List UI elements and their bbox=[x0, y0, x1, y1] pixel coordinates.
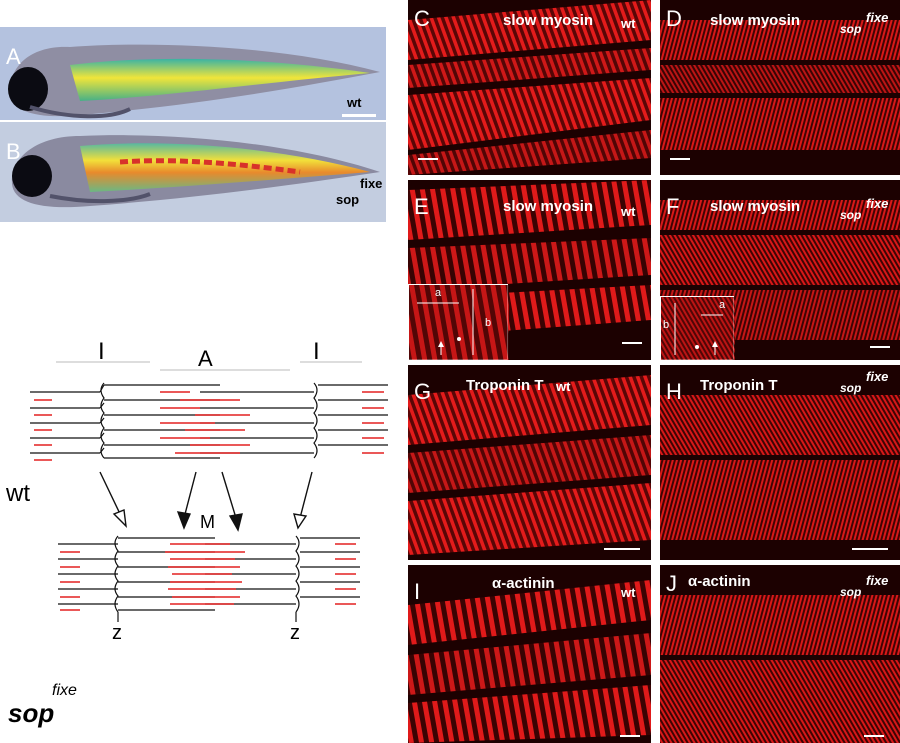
panel-label-c: C bbox=[414, 6, 430, 31]
inset-image bbox=[661, 297, 735, 360]
micrograph-j bbox=[660, 595, 900, 743]
z-disc-label-right: z bbox=[290, 622, 300, 644]
genotype-label-sop: sop bbox=[336, 192, 360, 207]
panel-b-larva-sop-fixe: B fixe sop bbox=[0, 122, 386, 222]
panel-a-larva-wt: A wt bbox=[0, 27, 386, 120]
panel-g-troponin-t-wt: G Troponin T wt bbox=[408, 365, 651, 560]
wt-sarcomere bbox=[30, 382, 388, 461]
panel-j-alpha-actinin-sop-fixe: J α-actinin fixe sop bbox=[660, 565, 900, 743]
panel-e-slow-myosin-wt: a b E slow myosin wt bbox=[408, 180, 651, 360]
sop-fixe-sarcomere bbox=[58, 535, 360, 622]
inset-label-b: b bbox=[663, 319, 670, 331]
micrograph-i bbox=[408, 580, 651, 743]
scale-bar bbox=[604, 548, 640, 550]
inset-label-a: a bbox=[719, 299, 726, 311]
genotype-label-fixe: fixe bbox=[866, 369, 889, 384]
z-disc-label-left: z bbox=[112, 622, 122, 644]
band-label-i-right: I bbox=[313, 338, 320, 365]
scale-bar bbox=[670, 158, 690, 160]
panel-i-alpha-actinin-wt: I α-actinin wt bbox=[408, 565, 651, 743]
larva-sop-fixe-image bbox=[11, 135, 381, 208]
genotype-label-wt: wt bbox=[556, 379, 571, 394]
scale-bar bbox=[622, 342, 642, 344]
stain-label: α-actinin bbox=[688, 573, 751, 590]
micrograph-c bbox=[408, 0, 651, 175]
genotype-label-wt: wt bbox=[621, 16, 636, 31]
micrograph-d bbox=[660, 20, 900, 150]
inset-label-a: a bbox=[435, 287, 442, 299]
panel-label-e: E bbox=[414, 194, 429, 219]
panel-label-g: G bbox=[414, 379, 432, 404]
genotype-label-sop: sop bbox=[840, 585, 862, 599]
stain-label: Troponin T bbox=[700, 377, 778, 394]
stain-label: slow myosin bbox=[710, 198, 801, 215]
genotype-label-sop: sop bbox=[840, 381, 862, 395]
stain-label: slow myosin bbox=[503, 198, 594, 215]
genotype-label-sop: sop bbox=[840, 208, 862, 222]
genotype-label-sop: sop bbox=[840, 22, 862, 36]
panel-label-a: A bbox=[6, 44, 21, 69]
genotype-label-wt: wt bbox=[347, 95, 362, 110]
panel-label-h: H bbox=[666, 379, 682, 404]
stain-label: slow myosin bbox=[710, 12, 801, 29]
stain-label: Troponin T bbox=[466, 377, 544, 394]
band-guide-lines bbox=[56, 361, 362, 371]
scale-bar bbox=[870, 346, 890, 348]
scale-bar bbox=[852, 548, 888, 550]
micrograph-h bbox=[660, 395, 900, 540]
inset-box: a b bbox=[660, 296, 735, 360]
micrograph-g bbox=[408, 375, 651, 555]
panel-f-slow-myosin-sop-fixe: a b F slow myosin fixe sop bbox=[660, 180, 900, 360]
scale-bar bbox=[342, 114, 376, 117]
panel-label-f: F bbox=[666, 194, 680, 219]
genotype-label-wt: wt bbox=[621, 585, 636, 600]
genotype-label-wt: wt bbox=[621, 204, 636, 219]
inset-image bbox=[409, 285, 509, 360]
panel-label-i: I bbox=[414, 579, 421, 604]
scale-bar bbox=[864, 735, 884, 737]
inset-label-b: b bbox=[485, 317, 492, 329]
larva-wt-image bbox=[8, 44, 380, 119]
panel-label-j: J bbox=[666, 571, 677, 596]
panel-label-b: B bbox=[6, 139, 21, 164]
stain-label: slow myosin bbox=[503, 12, 594, 29]
m-line-label: M bbox=[200, 512, 215, 532]
band-label-a: A bbox=[198, 346, 213, 371]
transition-arrows bbox=[99, 471, 313, 532]
genotype-label-sop: sop bbox=[8, 698, 55, 728]
genotype-label-wt: wt bbox=[6, 480, 30, 507]
panel-c-slow-myosin-wt: C slow myosin wt bbox=[408, 0, 651, 175]
genotype-label-fixe: fixe bbox=[866, 196, 889, 211]
scale-bar bbox=[418, 158, 438, 160]
genotype-label-fixe: fixe bbox=[866, 573, 889, 588]
stain-label: α-actinin bbox=[492, 575, 555, 592]
inset-box: a b bbox=[408, 284, 509, 360]
band-label-i-left: I bbox=[98, 338, 105, 365]
panel-h-troponin-t-sop-fixe: H Troponin T fixe sop bbox=[660, 365, 900, 560]
sarcomere-diagram bbox=[30, 361, 388, 622]
genotype-label-fixe: fixe bbox=[52, 682, 77, 699]
panel-d-slow-myosin-sop-fixe: D slow myosin fixe sop bbox=[660, 0, 900, 175]
genotype-label-fixe: fixe bbox=[866, 10, 889, 25]
genotype-label-fixe: fixe bbox=[360, 176, 383, 191]
scale-bar bbox=[620, 735, 640, 737]
panel-label-d: D bbox=[666, 6, 682, 31]
